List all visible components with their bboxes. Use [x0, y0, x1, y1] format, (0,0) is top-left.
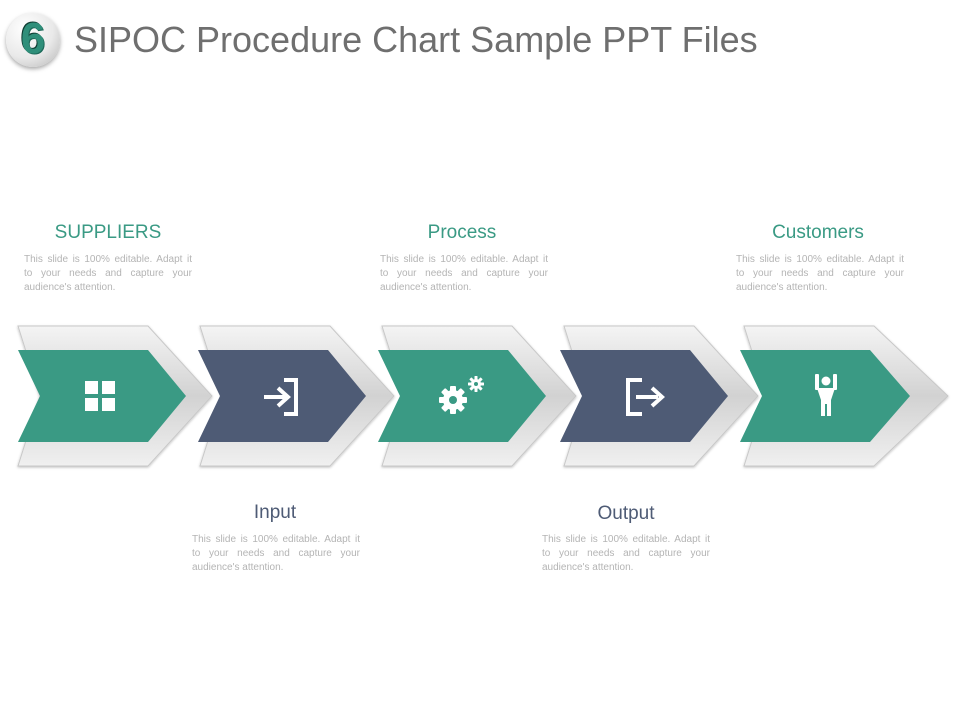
step-description-process: This slide is 100% editable. Adapt it to…: [380, 254, 548, 293]
step-description-output: This slide is 100% editable. Adapt it to…: [542, 534, 710, 573]
chevron-suppliers: [17, 325, 213, 467]
chevron-input: [198, 325, 395, 467]
step-description-customers: This slide is 100% editable. Adapt it to…: [736, 254, 904, 293]
step-label-customers: Customers: [772, 222, 864, 243]
slide-title: SIPOC Procedure Chart Sample PPT Files: [74, 19, 758, 60]
step-label-process: Process: [427, 222, 497, 243]
slide-number-badge: 6: [6, 13, 60, 67]
gears-icon: [439, 376, 484, 414]
slide-header: 6 SIPOC Procedure Chart Sample PPT Files: [6, 12, 758, 68]
chevron-output: [560, 325, 759, 467]
sipoc-chevron-diagram: [17, 325, 949, 467]
chevron-suppliers-face: [18, 350, 186, 442]
chevron-process: [378, 325, 577, 467]
sign-out-icon: [626, 378, 665, 416]
chevron-customers: [740, 325, 949, 467]
step-label-suppliers: SUPPLIERS: [54, 222, 162, 243]
sign-in-icon: [264, 378, 298, 416]
step-label-input: Input: [253, 502, 297, 523]
step-label-output: Output: [597, 503, 655, 524]
step-description-input: This slide is 100% editable. Adapt it to…: [192, 534, 360, 573]
step-description-suppliers: This slide is 100% editable. Adapt it to…: [24, 254, 192, 293]
grid-icon: [85, 381, 115, 411]
slide-number: 6: [20, 14, 46, 63]
person-arms-up-icon: [815, 374, 837, 416]
